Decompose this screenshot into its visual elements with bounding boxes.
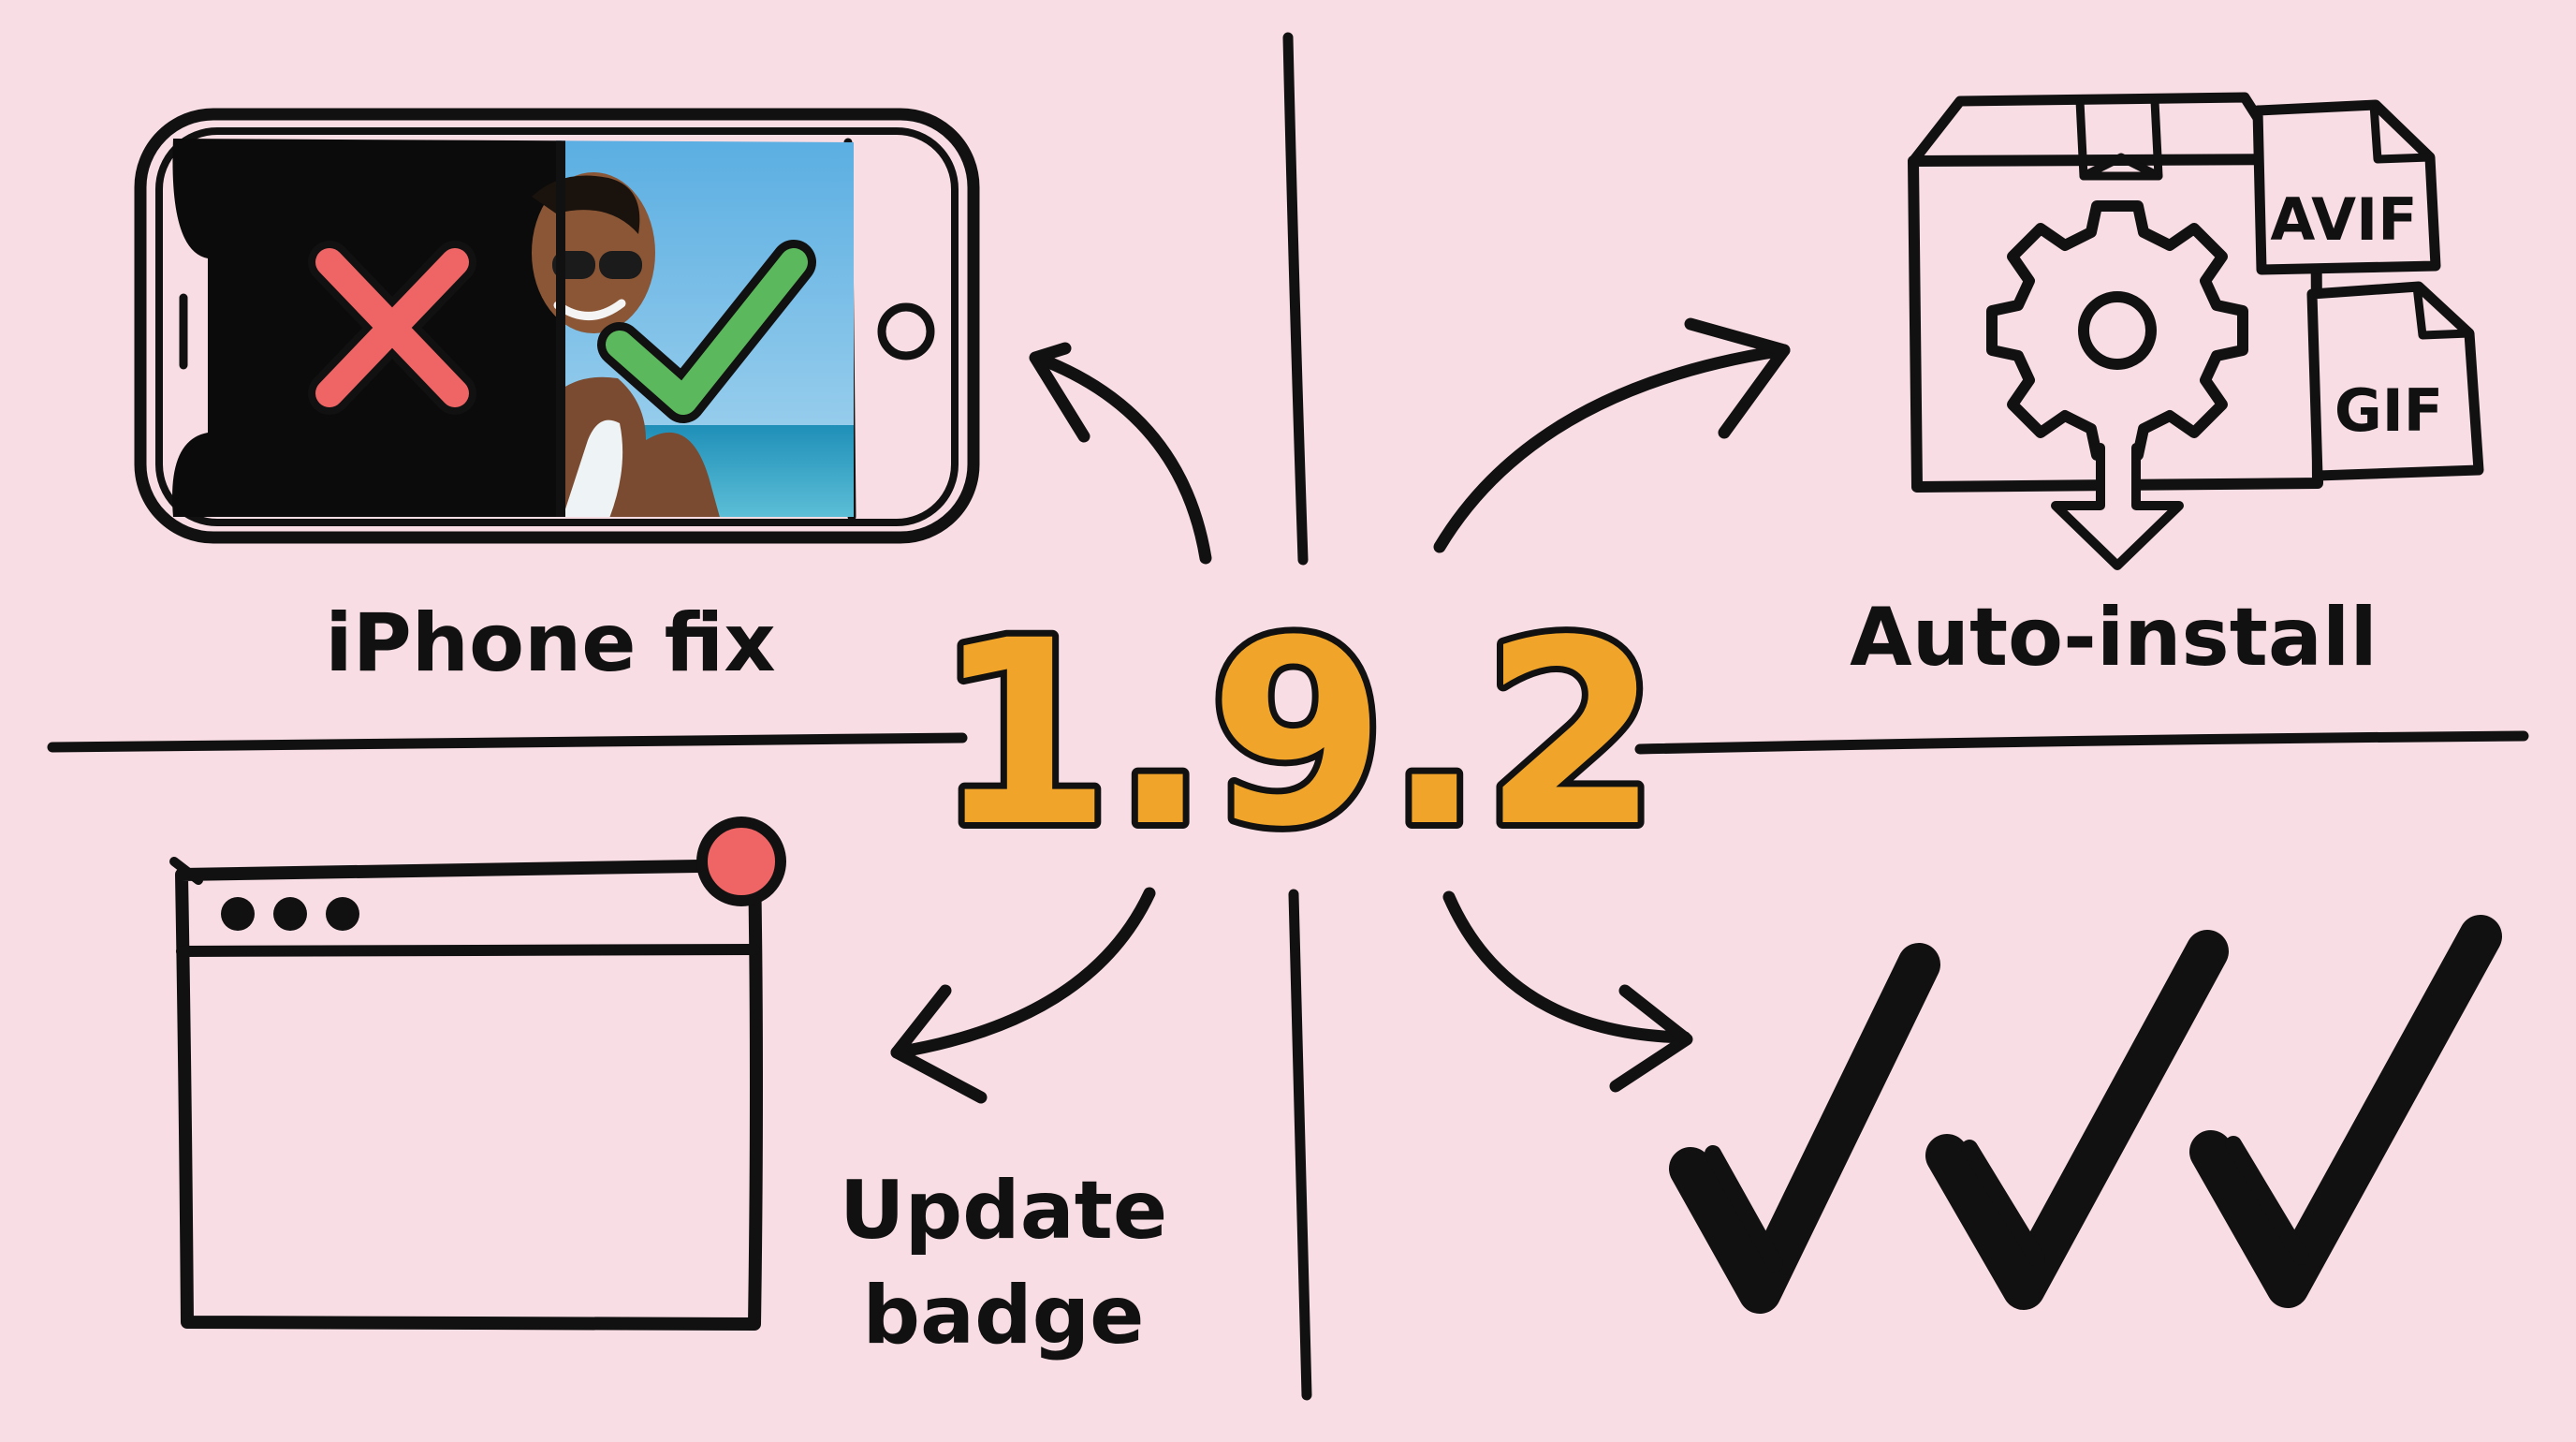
arrow-to-update-badge	[890, 887, 1156, 1104]
arrow-to-auto-install	[1433, 317, 1791, 553]
divider-bottom-vertical	[1288, 889, 1312, 1401]
divider-right-horizontal	[1634, 730, 2529, 755]
triple-check-icon	[1669, 915, 2502, 1314]
auto-install-illustration	[1908, 92, 2484, 570]
check-mark-1	[1669, 943, 1940, 1314]
file-icon-gif	[2306, 281, 2484, 481]
version-number: 1.9.2	[935, 587, 1660, 883]
gif-label: GIF	[2334, 376, 2443, 445]
update-badge-label-line1: Update	[840, 1164, 1167, 1258]
arrow-to-iphone	[1029, 342, 1212, 565]
download-arrow-icon	[2051, 443, 2184, 570]
update-badge-label-line2: badge	[862, 1269, 1144, 1362]
cross-icon	[308, 241, 476, 415]
browser-window-icon	[169, 857, 763, 1331]
auto-install-label: Auto-install	[1850, 591, 2378, 684]
gear-icon	[1986, 200, 2248, 461]
file-icon-avif	[2252, 99, 2441, 275]
iphone-fix-label: iPhone fix	[325, 596, 776, 690]
dividers	[47, 32, 2529, 1401]
arrow-to-checkmarks	[1442, 890, 1693, 1093]
check-mark-3	[2189, 915, 2502, 1308]
divider-left-horizontal	[47, 732, 968, 753]
check-mark-2	[1925, 930, 2229, 1310]
check-icon	[597, 240, 816, 423]
divider-top-vertical	[1282, 32, 1309, 566]
arrows	[890, 317, 1791, 1104]
photo	[532, 139, 855, 517]
iphone-fix-illustration	[134, 108, 980, 544]
avif-label: AVIF	[2270, 185, 2417, 254]
notification-dot-icon	[696, 817, 786, 906]
